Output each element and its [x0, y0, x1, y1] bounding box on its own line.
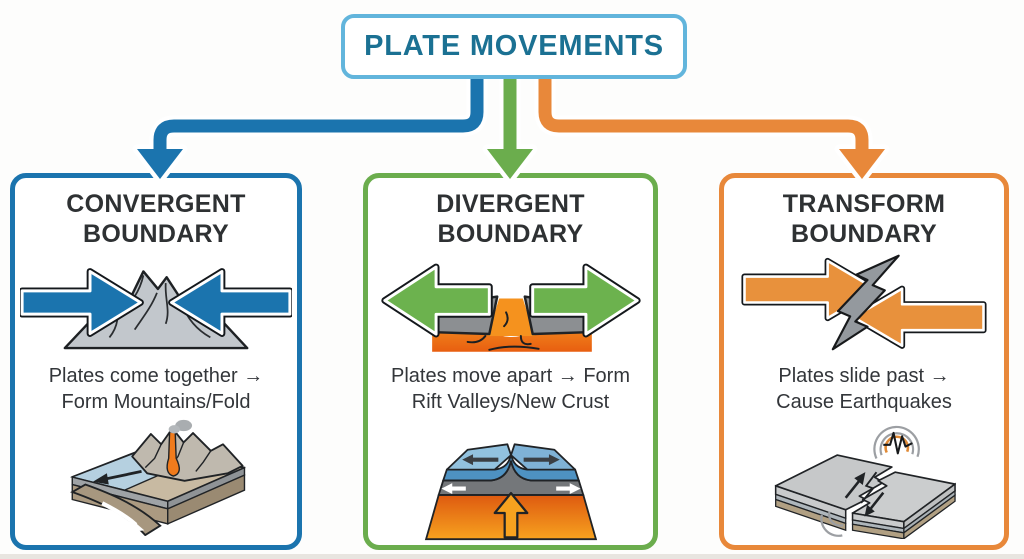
blue-converging-arrows [20, 268, 292, 337]
divergent-boundary-card: DIVERGENT BOUNDARY [363, 173, 658, 550]
transform-heading: TRANSFORM BOUNDARY [783, 189, 945, 249]
divergent-heading-line2: BOUNDARY [437, 220, 584, 248]
convergent-desc-line2: Form Mountains/Fold [61, 391, 251, 414]
convergent-heading-line1: CONVERGENT [66, 190, 246, 218]
fault-crack [859, 471, 877, 504]
divergent-heading-line1: DIVERGENT [436, 190, 585, 218]
strike-slip-earthquake-icon [774, 425, 956, 539]
convergent-description: Plates come together → Form Mountains/Fo… [49, 363, 264, 416]
transform-boundary-card: TRANSFORM BOUNDARY Plates slide past → C… [719, 173, 1009, 550]
seismogram-squiggle [882, 431, 913, 455]
rift-valley-cross-section-icon [424, 443, 597, 540]
subduction-block [69, 419, 245, 536]
convergent-heading: CONVERGENT BOUNDARY [66, 189, 245, 249]
transform-desc-line1: Plates slide past → [778, 365, 950, 387]
connector-convergent [132, 76, 488, 184]
sliding-arrows-fault-icon [741, 254, 987, 351]
rift-block [424, 443, 597, 540]
convergent-boundary-card: CONVERGENT BOUNDARY [10, 173, 302, 550]
divergent-heading: DIVERGENT BOUNDARY [436, 189, 585, 249]
connector-transform [534, 76, 890, 184]
page-bottom-edge [0, 554, 1024, 559]
transform-heading-line1: TRANSFORM [782, 190, 946, 218]
converging-arrows-mountain-icon [20, 268, 292, 350]
volcano-lava [165, 431, 180, 477]
sliding-slabs [774, 454, 956, 539]
green-diverging-arrows [380, 263, 641, 338]
page-title: PLATE MOVEMENTS [364, 30, 664, 62]
divergent-description: Plates move apart → Form Rift Valleys/Ne… [391, 363, 630, 416]
orange-sliding-arrows [741, 257, 987, 349]
subduction-volcano-icon [69, 419, 245, 536]
convergent-heading-line2: BOUNDARY [83, 220, 229, 248]
transform-heading-line2: BOUNDARY [791, 220, 937, 248]
divergent-desc-line2: Rift Valleys/New Crust [411, 391, 610, 414]
diverging-arrows-magma-icon [380, 263, 641, 352]
transform-desc-line2: Cause Earthquakes [776, 391, 952, 414]
transform-description: Plates slide past → Cause Earthquakes [776, 363, 952, 416]
seismic-waves [872, 425, 920, 459]
connector-divergent [482, 76, 538, 184]
divergent-desc-line1: Plates move apart → Form [391, 365, 630, 387]
magma-up-arrow [493, 491, 528, 539]
convergent-desc-line1: Plates come together → [48, 365, 264, 387]
title-box: PLATE MOVEMENTS [341, 14, 687, 79]
aftershock-waves [819, 510, 843, 537]
fault-lightning [831, 254, 900, 351]
